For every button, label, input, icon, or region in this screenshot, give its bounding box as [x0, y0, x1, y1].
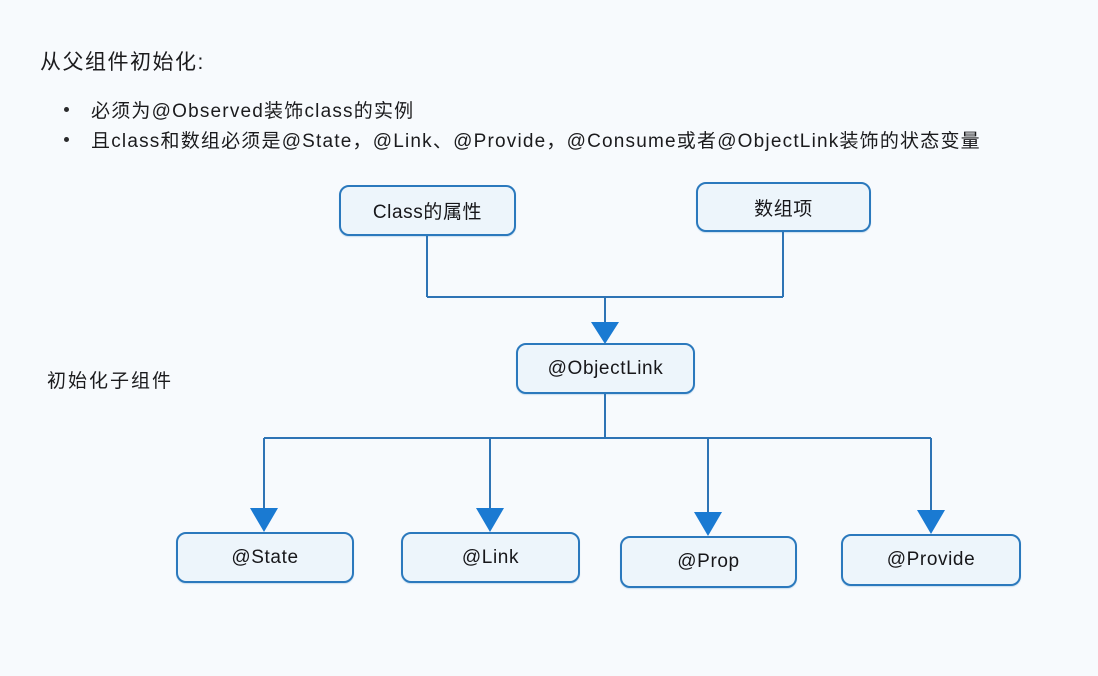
label-init-child-component: 初始化子组件 [47, 371, 174, 392]
bullet-list: 必须为@Observed装饰class的实例 且class和数组必须是@Stat… [64, 94, 981, 154]
arrow-down-icon [250, 508, 278, 532]
node-array-item: 数组项 [696, 182, 871, 232]
arrow-down-icon [917, 510, 945, 534]
node-prop: @Prop [620, 536, 797, 588]
list-item: 且class和数组必须是@State，@Link、@Provide，@Consu… [64, 124, 981, 154]
connector-top-junction [426, 232, 784, 323]
bullet-icon [64, 136, 69, 142]
node-label: @Prop [677, 551, 740, 572]
bullet-text: 且class和数组必须是@State，@Link、@Provide，@Consu… [91, 130, 981, 152]
node-objectlink: @ObjectLink [516, 343, 695, 394]
bullet-text: 必须为@Observed装饰class的实例 [91, 100, 415, 122]
node-label: @ObjectLink [547, 357, 664, 379]
node-label: @Provide [886, 549, 976, 570]
node-label: @Link [461, 546, 520, 568]
node-label: Class的属性 [372, 202, 483, 223]
node-label: 数组项 [754, 198, 813, 220]
node-label: @State [231, 546, 299, 568]
arrow-down-icon [591, 322, 619, 344]
bullet-icon [64, 106, 69, 112]
list-item: 必须为@Observed装饰class的实例 [64, 94, 981, 124]
node-state: @State [176, 532, 354, 583]
node-provide: @Provide [841, 534, 1021, 586]
arrow-down-icon [694, 512, 722, 536]
node-link: @Link [401, 532, 580, 583]
node-class-property: Class的属性 [339, 185, 516, 236]
connector-bottom-distributor [263, 394, 932, 513]
arrow-down-icon [476, 508, 504, 532]
page-title: 从父组件初始化: [40, 51, 205, 74]
